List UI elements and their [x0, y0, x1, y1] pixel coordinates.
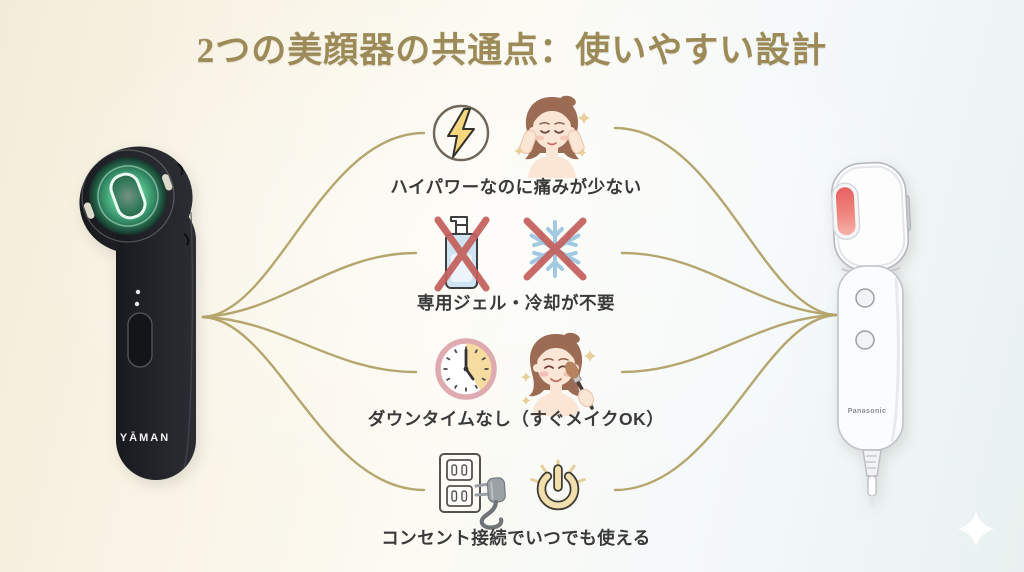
page-title: 2つの美顔器の共通点：使いやすい設計	[196, 31, 828, 70]
makeup-face-icon	[521, 332, 596, 416]
bolt-glyph	[447, 108, 475, 158]
connector-line	[613, 126, 838, 317]
indicator-leds	[134, 289, 141, 307]
feature-label-2: 専用ジェル・冷却が不要	[417, 293, 615, 313]
red-cross	[434, 216, 490, 292]
sparkles	[514, 112, 590, 157]
treatment-lamp	[835, 187, 856, 236]
no-gel-icon	[434, 216, 490, 292]
lightning-icon	[432, 104, 490, 162]
connector-line	[201, 315, 426, 492]
yaman-device: YĀMAN	[79, 146, 196, 480]
device-button	[127, 312, 153, 368]
plug	[474, 477, 506, 530]
device-handle: Panasonic	[837, 265, 904, 451]
brand-label-panasonic: Panasonic	[848, 408, 887, 415]
sparkles	[521, 350, 596, 405]
clock-icon	[435, 338, 497, 400]
tick-marks	[443, 346, 489, 392]
hands-on-cheeks	[519, 129, 585, 155]
power-cord	[862, 449, 882, 506]
sparkle-icon	[958, 511, 994, 547]
control-button-upper	[855, 288, 875, 308]
plug-cord	[479, 499, 504, 530]
wall-outlet	[439, 453, 481, 513]
feature-label-1: ハイパワーなのに痛みが少ない	[390, 177, 642, 197]
hand	[577, 388, 595, 408]
feature-label-3: ダウンタイムなし（すぐメイクOK）	[367, 409, 665, 429]
power-icon	[530, 459, 586, 511]
brand-label-yaman: YĀMAN	[120, 432, 170, 444]
control-button-lower	[855, 330, 875, 350]
feature-label-4: コンセント接続でいつでも使える	[381, 528, 651, 548]
power-symbol	[536, 464, 580, 511]
connector-line	[201, 251, 418, 319]
closed-eyes	[540, 130, 564, 134]
connector-line	[613, 313, 838, 492]
outlet-plug-icon	[439, 453, 506, 530]
connector-line	[201, 131, 426, 319]
connector-line	[620, 251, 838, 317]
no-cooling-icon	[523, 217, 587, 281]
panasonic-device: Panasonic	[831, 161, 912, 506]
red-cross	[523, 217, 587, 281]
connector-line	[201, 315, 418, 374]
treatment-head-lamp	[81, 149, 175, 243]
device-head	[831, 161, 912, 272]
elapsed-time-sector	[466, 343, 492, 390]
relaxed-face-icon	[514, 95, 590, 178]
connector-line	[620, 313, 838, 374]
